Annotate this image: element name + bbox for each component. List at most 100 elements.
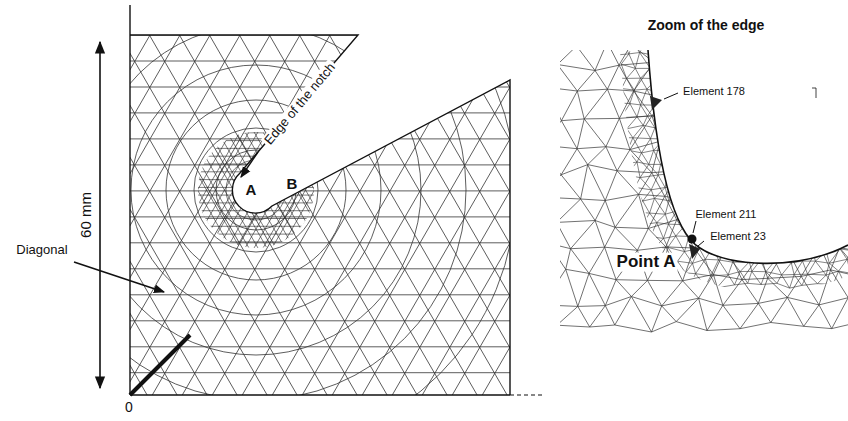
mesh-line [160, 125, 235, 255]
mesh-line [621, 118, 627, 129]
mesh-line [818, 115, 826, 126]
mesh-line [787, 226, 797, 237]
mesh-line [728, 125, 741, 129]
mesh-line [707, 177, 712, 189]
mesh-line [844, 52, 848, 64]
mesh-line [692, 140, 698, 150]
mesh-line [223, 125, 298, 255]
mesh-line [557, 65, 595, 71]
mesh-line [627, 78, 635, 90]
mesh-line [826, 40, 832, 56]
mesh-line [142, 125, 217, 255]
mesh-line [782, 76, 797, 80]
mesh-line [711, 152, 721, 162]
mesh-line [612, 150, 627, 152]
mesh-line [720, 116, 735, 118]
mesh-line [650, 213, 666, 214]
mesh-line [760, 254, 768, 278]
mesh-line [299, 35, 510, 400]
mesh-line [721, 162, 734, 165]
diagonal-line [130, 335, 190, 395]
mesh-line [775, 212, 789, 213]
mesh-line [795, 250, 802, 261]
mesh-line [754, 175, 766, 177]
mesh-line [745, 119, 764, 120]
mesh-line [612, 152, 619, 165]
mesh-line [749, 247, 755, 262]
mesh-line [740, 224, 753, 227]
mesh-line [657, 223, 669, 225]
mesh-line [787, 276, 801, 297]
mesh-line [642, 139, 651, 153]
mesh-line [797, 192, 810, 223]
mesh-line [837, 57, 844, 65]
mesh-line [629, 53, 640, 54]
mesh-line [196, 125, 271, 255]
mesh-line [623, 211, 635, 212]
mesh-line [652, 116, 680, 124]
mesh-line [178, 125, 253, 255]
mesh-line [820, 246, 831, 270]
corner-mark [812, 88, 816, 98]
mesh-line [713, 247, 726, 251]
mesh-line [712, 166, 742, 175]
mesh-line [797, 177, 809, 179]
mesh-line [812, 66, 816, 77]
mesh-line [795, 118, 804, 127]
mesh-line [847, 101, 848, 116]
mesh-line [757, 63, 773, 87]
mesh-line [635, 68, 650, 69]
mesh-line [705, 276, 711, 287]
mesh-line [543, 269, 566, 305]
mesh-line [614, 186, 620, 200]
mesh-line [547, 38, 577, 46]
mesh-line [797, 213, 803, 226]
mesh-line [756, 37, 773, 63]
mesh-line [693, 113, 698, 127]
mesh-line [761, 272, 766, 285]
mesh-line [847, 251, 848, 260]
mesh-line [829, 263, 838, 271]
mesh-line [768, 192, 781, 226]
mesh-line [615, 225, 620, 238]
mesh-line [120, 164, 520, 165]
mesh-line [843, 129, 848, 140]
mesh-line [740, 40, 749, 54]
mesh-line [654, 150, 670, 151]
mesh-line [739, 251, 749, 262]
mesh-line [833, 285, 846, 287]
mesh-line [607, 42, 631, 45]
mesh-line [836, 151, 848, 154]
mesh-line [614, 102, 630, 104]
mesh-line [599, 154, 608, 166]
mesh-line [828, 148, 848, 172]
mesh-line [818, 223, 824, 237]
mesh-line [619, 162, 637, 165]
mesh-line [676, 64, 694, 87]
mesh-line [803, 140, 818, 142]
mesh-line [367, 125, 442, 255]
mesh-line [797, 103, 805, 118]
mesh-line [726, 247, 760, 254]
mesh-line [635, 212, 650, 213]
mesh-line [664, 139, 670, 151]
mesh-line [780, 192, 810, 193]
mesh-line [824, 215, 830, 223]
mesh-line [762, 150, 770, 166]
mesh-line [712, 177, 718, 189]
mesh-line [829, 91, 840, 104]
mesh-line [694, 148, 712, 175]
mesh-line [735, 67, 739, 77]
mesh-line [805, 236, 818, 238]
mesh-line [776, 115, 788, 117]
mesh-line [641, 105, 648, 116]
point-marker [688, 235, 697, 244]
mesh-line [696, 225, 710, 226]
mesh-line [595, 221, 605, 248]
mesh-line [663, 115, 671, 127]
mesh-line [769, 225, 777, 237]
mesh-line [759, 43, 775, 44]
mesh-line [676, 64, 709, 66]
mesh-line [839, 198, 844, 213]
